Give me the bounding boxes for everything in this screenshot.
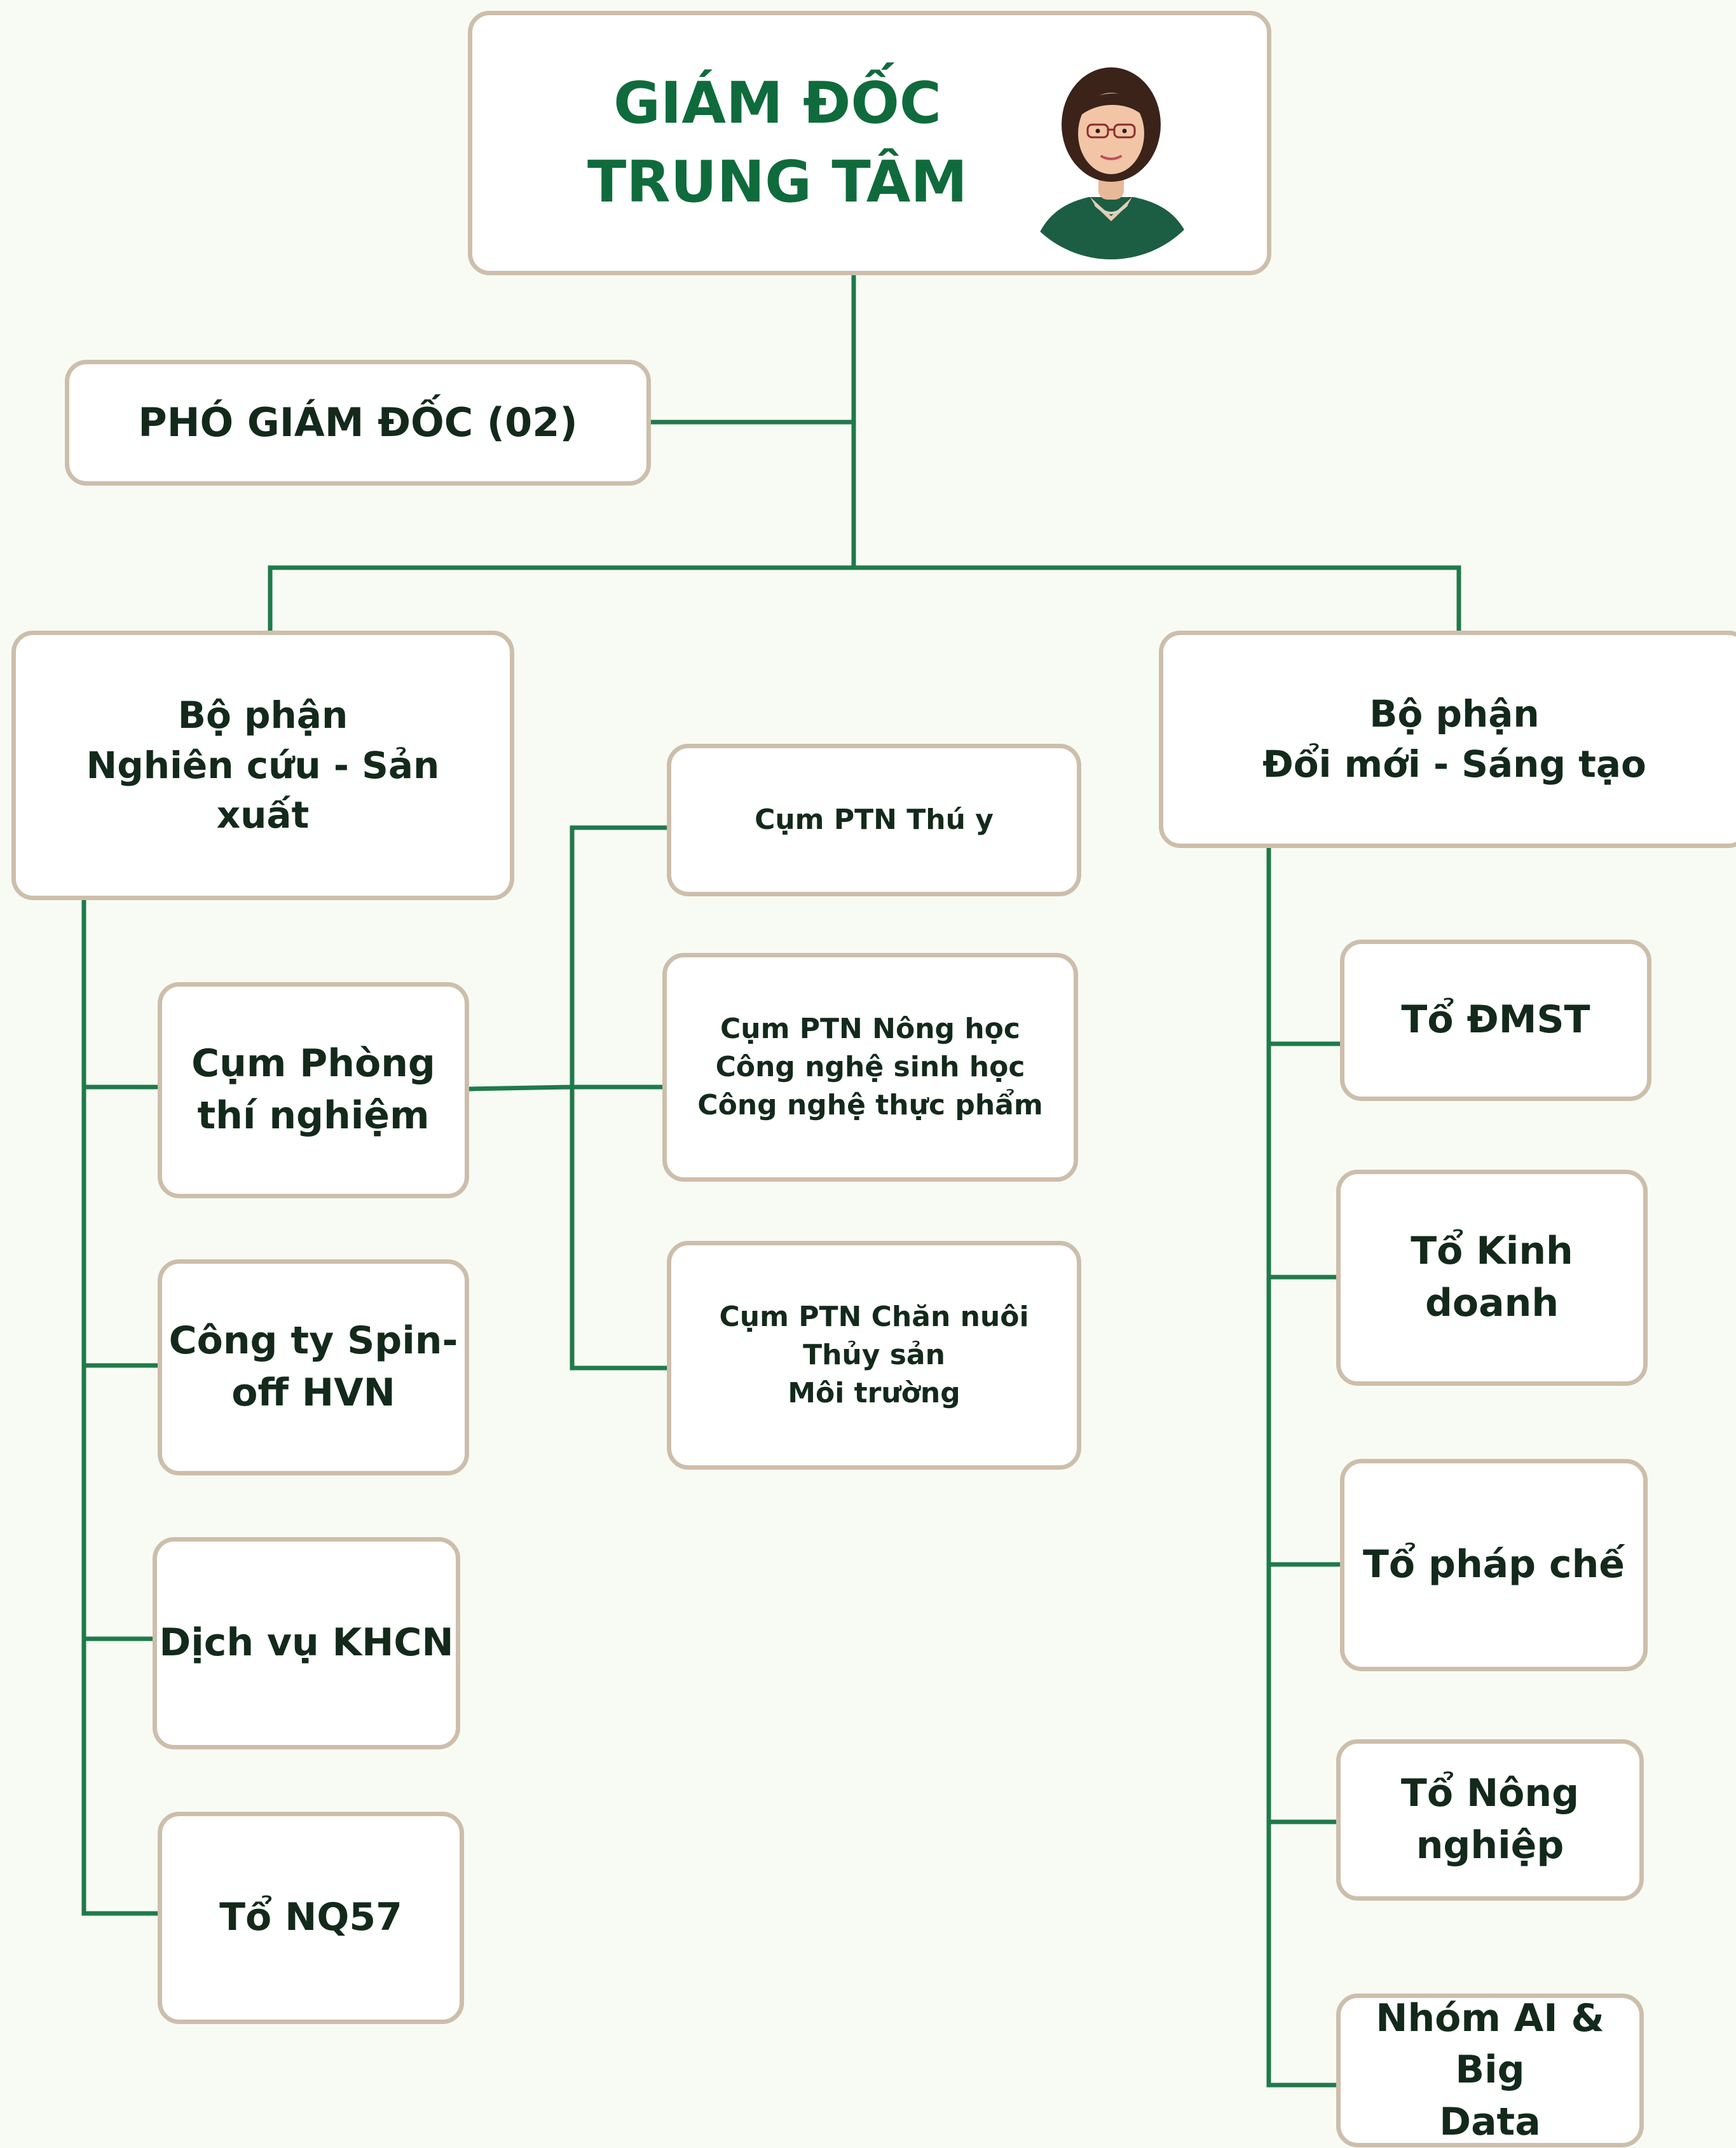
team-innovation: Tổ ĐMST (1340, 940, 1651, 1101)
unit-spinoff-company: Công ty Spin- off HVN (158, 1259, 469, 1475)
lab-agronomy-label: Cụm PTN Nông học Công nghệ sinh học Công… (697, 1013, 1043, 1121)
lab-agronomy-biotech-food: Cụm PTN Nông học Công nghệ sinh học Công… (662, 953, 1078, 1182)
director-box: GIÁM ĐỐC TRUNG TÂM (468, 11, 1271, 275)
connector-labs-stem (467, 1084, 575, 1091)
lab-livestock-aquaculture-environment: Cụm PTN Chăn nuôi Thủy sản Môi trường (667, 1241, 1081, 1470)
team-legal: Tổ pháp chế (1340, 1459, 1648, 1671)
unit-lab-cluster: Cụm Phòng thí nghiệm (158, 982, 469, 1198)
department-right-label: Bộ phận Đổi mới - Sáng tạo (1262, 692, 1646, 786)
team-agriculture-label: Tổ Nông nghiệp (1400, 1771, 1580, 1868)
team-agriculture: Tổ Nông nghiệp (1336, 1739, 1644, 1901)
deputy-director-label: PHÓ GIÁM ĐỐC (02) (138, 399, 578, 446)
department-innovation: Bộ phận Đổi mới - Sáng tạo (1159, 631, 1736, 848)
lab-veterinary-label: Cụm PTN Thú y (755, 804, 994, 837)
unit-lab-cluster-label: Cụm Phòng thí nghiệm (191, 1041, 435, 1138)
team-ai-big-data: Nhóm AI & Big Data (1336, 1994, 1644, 2147)
unit-nq57-team: Tổ NQ57 (158, 1812, 464, 2024)
department-research-production: Bộ phận Nghiên cứu - Sản xuất (11, 631, 514, 900)
team-legal-label: Tổ pháp chế (1362, 1542, 1625, 1587)
team-business: Tổ Kinh doanh (1336, 1170, 1648, 1386)
team-ai-big-data-label: Nhóm AI & Big Data (1376, 1995, 1604, 2144)
team-innovation-label: Tổ ĐMST (1401, 997, 1590, 1043)
unit-sci-tech-services: Dịch vụ KHCN (153, 1537, 460, 1749)
unit-spinoff-label: Công ty Spin- off HVN (168, 1318, 458, 1415)
lab-livestock-label: Cụm PTN Chăn nuôi Thủy sản Môi trường (719, 1301, 1029, 1409)
lab-veterinary: Cụm PTN Thú y (667, 744, 1081, 896)
director-title: GIÁM ĐỐC TRUNG TÂM (587, 69, 967, 215)
deputy-director-box: PHÓ GIÁM ĐỐC (02) (65, 360, 651, 486)
department-left-label: Bộ phận Nghiên cứu - Sản xuất (86, 693, 440, 837)
director-avatar (1006, 50, 1216, 259)
unit-nq57-label: Tổ NQ57 (219, 1895, 402, 1940)
unit-services-label: Dịch vụ KHCN (159, 1620, 454, 1666)
team-business-label: Tổ Kinh doanh (1411, 1229, 1573, 1325)
